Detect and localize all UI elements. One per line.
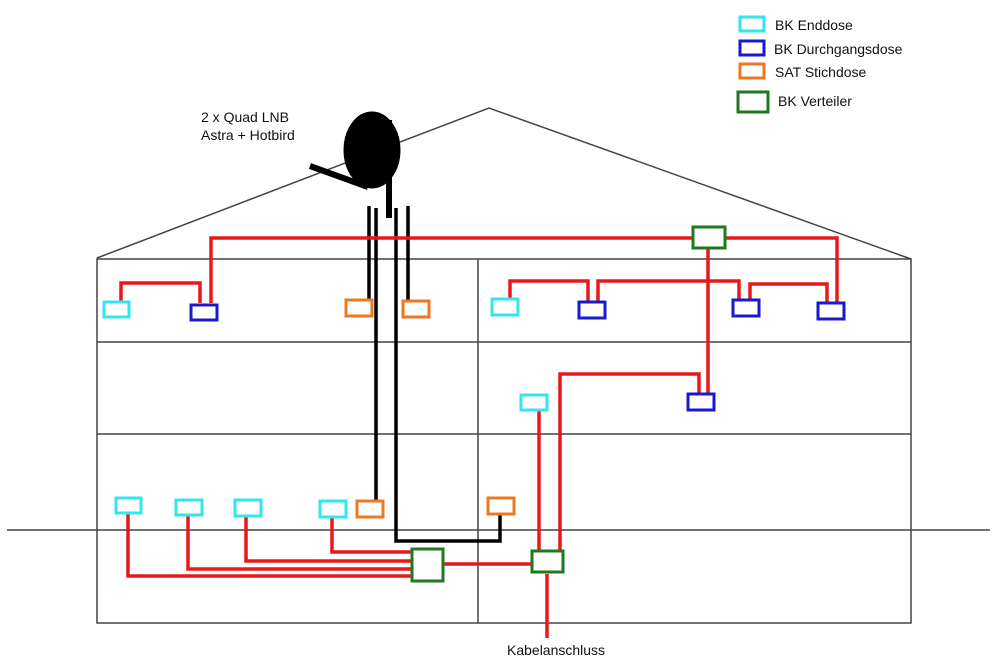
legend-swatch-bk-enddose xyxy=(738,15,766,33)
lnb-note-line2: Astra + Hotbird xyxy=(201,127,295,143)
legend-label-bk-verteiler: BK Verteiler xyxy=(778,93,852,109)
kabelanschluss-label: Kabelanschluss xyxy=(507,642,605,658)
sat-stichdose-box xyxy=(401,299,431,319)
legend-swatch-bk-verteiler xyxy=(736,90,770,114)
building xyxy=(7,107,990,624)
legend: BK Enddose BK Durchgangsdose SAT Stichdo… xyxy=(736,15,903,114)
bk-enddose-box xyxy=(114,496,143,515)
bk-cables xyxy=(119,236,839,638)
bk-durchgangsdose-box xyxy=(816,301,846,321)
bk-durchgangsdose-box xyxy=(577,300,607,320)
sat-stichdose-box xyxy=(355,499,385,519)
sat-stichdose-box xyxy=(486,496,516,516)
devices xyxy=(102,225,846,583)
bk-enddose-box xyxy=(318,499,348,519)
legend-label-bk-durchgangsdose: BK Durchgangsdose xyxy=(774,41,903,57)
bk-verteiler-box xyxy=(691,225,727,250)
bk-durchgangsdose-box xyxy=(686,392,716,412)
bk-enddose-box xyxy=(102,300,131,319)
legend-swatch-bk-durchgangsdose xyxy=(738,39,766,57)
bk-durchgangsdose-box xyxy=(731,298,761,318)
legend-label-bk-enddose: BK Enddose xyxy=(775,17,853,33)
bk-durchgangsdose-box xyxy=(189,303,219,322)
sat-cables xyxy=(367,206,502,543)
bk-enddose-box xyxy=(519,393,549,412)
bk-enddose-box xyxy=(233,498,263,518)
bk-enddose-box xyxy=(490,297,520,317)
bk-verteiler-box xyxy=(530,549,565,574)
sat-stichdose-box xyxy=(344,298,374,318)
bk-enddose-box xyxy=(174,498,204,517)
satellite-dish-icon xyxy=(308,111,401,218)
house-body xyxy=(96,258,912,624)
lnb-note-line1: 2 x Quad LNB xyxy=(201,109,289,125)
legend-swatch-sat-stichdose xyxy=(738,62,766,80)
legend-label-sat-stichdose: SAT Stichdose xyxy=(775,64,867,80)
roof xyxy=(96,107,912,260)
bk-verteiler-box xyxy=(410,547,445,583)
